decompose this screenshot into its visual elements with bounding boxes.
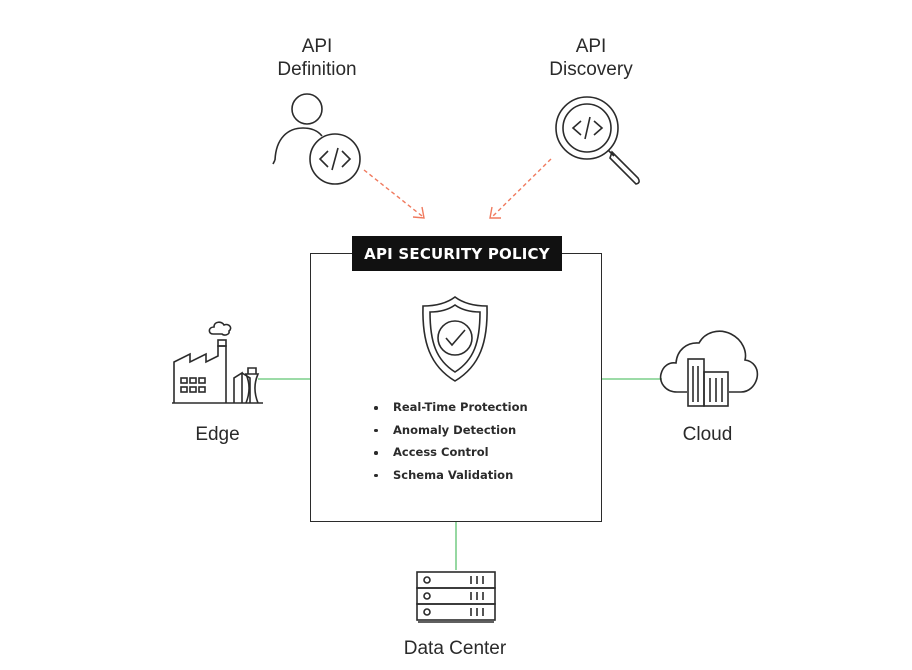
policy-title: API SECURITY POLICY (352, 236, 562, 271)
api-discovery-label: API Discovery (526, 35, 656, 81)
api-definition-line2: Definition (277, 59, 357, 80)
edge-label: Edge (195, 424, 240, 445)
policy-feature-list: Real-Time Protection Anomaly Detection A… (372, 396, 528, 486)
api-definition-label: API Definition (252, 35, 382, 81)
feature-item: Real-Time Protection (372, 396, 528, 419)
feature-item: Access Control (372, 441, 528, 464)
api-discovery-line1: API (575, 36, 607, 57)
api-definition-line1: API (301, 36, 333, 57)
cloud-building-icon (659, 330, 759, 407)
data-center-label: Data Center (403, 638, 507, 659)
magnifier-code-icon (555, 96, 640, 185)
discovery-arrow (489, 158, 552, 219)
server-rack-icon (416, 571, 496, 623)
shield-check-icon (422, 296, 488, 382)
api-discovery-line2: Discovery (549, 59, 633, 80)
feature-item: Schema Validation (372, 464, 528, 487)
person-code-icon (272, 93, 361, 185)
factory-icon (172, 321, 263, 404)
feature-item: Anomaly Detection (372, 419, 528, 442)
cloud-label: Cloud (682, 424, 733, 445)
definition-arrow (363, 169, 425, 219)
